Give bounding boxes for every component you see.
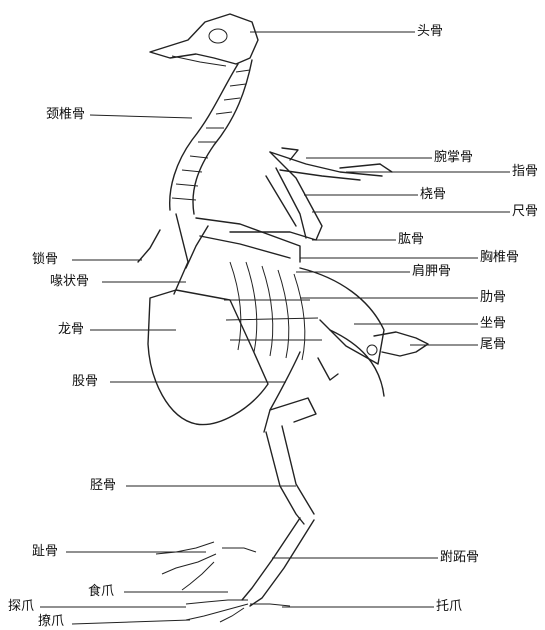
label-toe-bones: 趾骨: [32, 544, 58, 560]
neck-drawing: [170, 60, 252, 214]
label-radius: 桡骨: [420, 187, 446, 203]
leg-drawing: [156, 352, 338, 622]
label-carpometacarpus: 腕掌骨: [434, 150, 473, 166]
label-thoracic-vertebrae: 胸椎骨: [480, 250, 519, 266]
label-tarsometatarsus: 跗跖骨: [440, 550, 479, 566]
label-keel: 龙骨: [58, 322, 84, 338]
trunk-drawing: [138, 214, 428, 396]
keel-drawing: [148, 290, 268, 425]
label-pygostyle: 尾骨: [480, 337, 506, 353]
label-coracoid: 喙状骨: [50, 274, 89, 290]
label-ischium: 坐骨: [480, 316, 506, 332]
label-femur: 股骨: [72, 374, 98, 390]
label-scratch-claw: 撩爪: [38, 614, 64, 630]
leader-lines: [40, 32, 510, 624]
label-support-claw: 托爪: [436, 599, 462, 615]
label-humerus: 肱骨: [398, 232, 424, 248]
label-skull: 头骨: [417, 24, 443, 40]
label-probing-claw: 探爪: [8, 599, 34, 615]
label-cervical-vertebrae: 颈椎骨: [46, 107, 85, 123]
wing-drawing: [230, 148, 392, 240]
label-scapula: 肩胛骨: [412, 264, 451, 280]
label-ulna: 尺骨: [512, 204, 538, 220]
label-tibia: 胫骨: [90, 478, 116, 494]
label-phalanges: 指骨: [512, 164, 538, 180]
skull-drawing: [150, 14, 258, 66]
label-hallux-claw: 食爪: [88, 584, 114, 600]
label-clavicle: 锁骨: [32, 252, 58, 268]
label-rib: 肋骨: [480, 290, 506, 306]
